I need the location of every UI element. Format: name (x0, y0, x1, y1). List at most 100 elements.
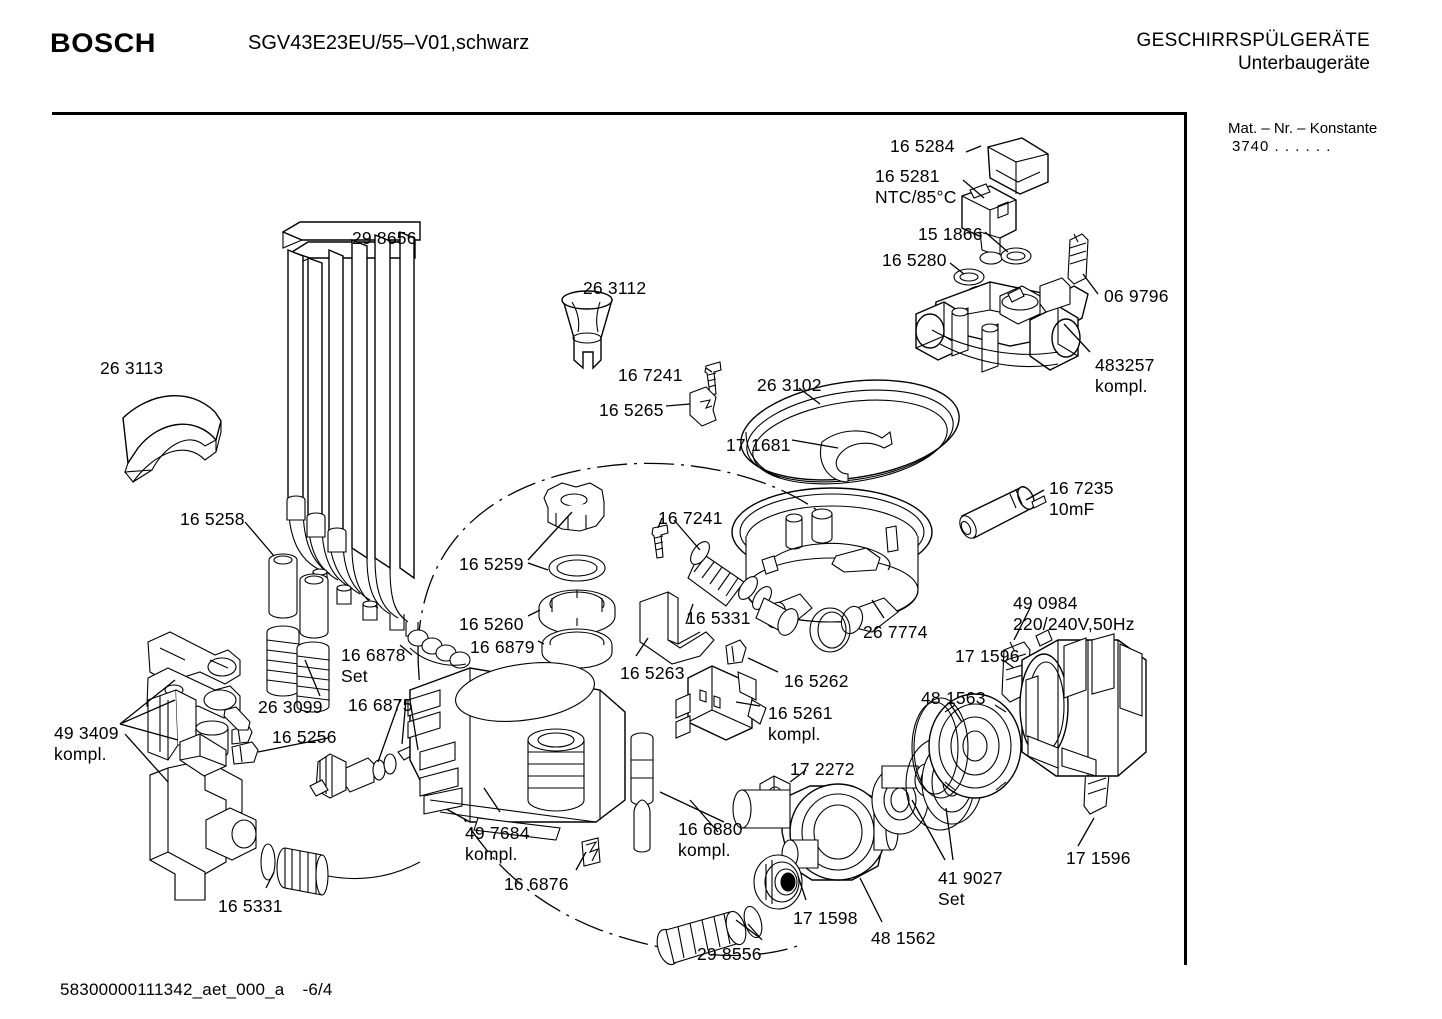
part-note: kompl. (768, 724, 821, 744)
part-number: 26 7774 (863, 622, 928, 642)
part-label-17-1596-b: 17 1596 (1066, 848, 1131, 869)
part-label-26-7774: 26 7774 (863, 622, 928, 643)
part-label-16-5258: 16 5258 (180, 509, 245, 530)
part-number: 26 3112 (583, 278, 647, 298)
part-number: 16 5263 (620, 663, 685, 683)
part-26-3112-art (561, 290, 613, 370)
part-number: 17 1596 (955, 646, 1020, 666)
part-number: 17 1596 (1066, 848, 1131, 868)
part-16-6876-art (581, 837, 601, 867)
part-number: 26 3113 (100, 358, 164, 378)
part-16-5331-bottom-art (260, 843, 421, 896)
part-label-17-1596-a: 17 1596 (955, 646, 1020, 667)
document-id: 58300000111342_aet_000_a (60, 980, 285, 999)
part-label-17-1681: 17 1681 (726, 435, 791, 456)
part-16-6878-art (223, 706, 251, 731)
part-16-5263-art (639, 591, 715, 665)
part-label-16-5331-b: 16 5331 (218, 896, 283, 917)
part-number: 17 1598 (793, 908, 858, 928)
page-number: -6/4 (302, 980, 333, 999)
part-label-26-3112: 26 3112 (583, 278, 646, 299)
part-note: kompl. (54, 744, 107, 764)
frame-vertical-divider (1184, 112, 1187, 965)
part-49-3409-art (146, 631, 257, 901)
part-16-5260-art (538, 589, 616, 635)
model-designation: SGV43E23EU/55–V01,schwarz (248, 32, 530, 54)
part-16-6875-art (309, 743, 422, 799)
part-16-7235-art (959, 486, 1047, 539)
part-17-1598-art (753, 854, 803, 910)
part-number: 17 1681 (726, 435, 791, 455)
part-48-1563-art (911, 693, 1022, 799)
part-label-16-5280: 16 5280 (882, 250, 947, 271)
part-number: 26 3102 (757, 375, 822, 395)
part-label-29-8656: 29 8656 (352, 228, 417, 249)
part-number: 17 2272 (790, 759, 855, 779)
part-16-7241-b-art (651, 524, 669, 559)
part-note: Set (938, 889, 965, 909)
part-16-5262-art (725, 639, 747, 665)
part-number: 16 5280 (882, 250, 947, 270)
part-number: 16 5261 (768, 703, 833, 723)
part-number: 41 9027 (938, 868, 1003, 888)
part-label-26-3099: 26 3099 (258, 697, 323, 718)
part-label-16-6876: 16 6876 (504, 874, 569, 895)
part-48-1562-art (732, 783, 899, 881)
part-26-3113-art (122, 394, 222, 483)
part-number: 48 1563 (921, 688, 986, 708)
mat-nr-value: 3740 . . . . . . (1232, 138, 1332, 155)
part-label-48-1562: 48 1562 (871, 928, 936, 949)
part-number: 16 6879 (470, 637, 535, 657)
part-16-5258-art (268, 553, 329, 639)
part-16-5284-art (987, 137, 1049, 195)
bosch-logo: BOSCH (50, 28, 157, 58)
part-note: kompl. (1095, 376, 1148, 396)
part-number: 15 1866 (918, 224, 983, 244)
part-label-29-8556: 29 8556 (697, 944, 762, 965)
part-label-16-5256: 16 5256 (272, 727, 337, 748)
part-16-6878-set-art (407, 629, 471, 669)
part-number: 29 8656 (352, 228, 417, 248)
document-footer: 58300000111342_aet_000_a -6/4 (60, 980, 333, 1000)
part-number: 49 0984 (1013, 593, 1078, 613)
part-number: 06 9796 (1104, 286, 1169, 306)
part-16-5265-art (689, 386, 717, 427)
part-16-5281-art (961, 183, 1017, 265)
part-number: 16 5281 (875, 166, 940, 186)
part-number: 48 1562 (871, 928, 936, 948)
part-label-16-5265: 16 5265 (599, 400, 664, 421)
part-label-16-7241-b: 16 7241 (658, 508, 723, 529)
part-number: 16 6876 (504, 874, 569, 894)
part-number: 49 7684 (465, 823, 530, 843)
part-29-8556-art (656, 905, 763, 966)
part-label-16-5259: 16 5259 (459, 554, 524, 575)
part-label-16-5331-a: 16 5331 (686, 608, 751, 629)
part-note: 220/240V,50Hz (1013, 614, 1135, 634)
part-26-3099-art (266, 625, 330, 713)
part-label-17-2272: 17 2272 (790, 759, 855, 780)
part-label-16-6875: 16 6875 (348, 695, 413, 716)
part-label-16-5262: 16 5262 (784, 671, 849, 692)
part-26-7774-art (731, 487, 933, 653)
part-label-16-7241-a: 16 7241 (618, 365, 683, 386)
part-note: kompl. (678, 840, 731, 860)
part-29-8656-art (281, 221, 421, 637)
part-number: 16 7235 (1049, 478, 1114, 498)
category-line-1: GESCHIRRSPÜLGERÄTE (1136, 30, 1370, 51)
part-number: 16 5259 (459, 554, 524, 574)
part-16-5331-center-art (687, 541, 799, 636)
part-number: 16 5256 (272, 727, 337, 747)
part-label-15-1866: 15 1866 (918, 224, 983, 245)
category-line-2: Unterbaugeräte (1237, 53, 1370, 74)
part-15-1866-art (1000, 247, 1032, 265)
part-number: 483257 (1095, 355, 1155, 375)
part-label-16-6879: 16 6879 (470, 637, 535, 658)
part-number: 16 5260 (459, 614, 524, 634)
part-note: kompl. (465, 844, 518, 864)
